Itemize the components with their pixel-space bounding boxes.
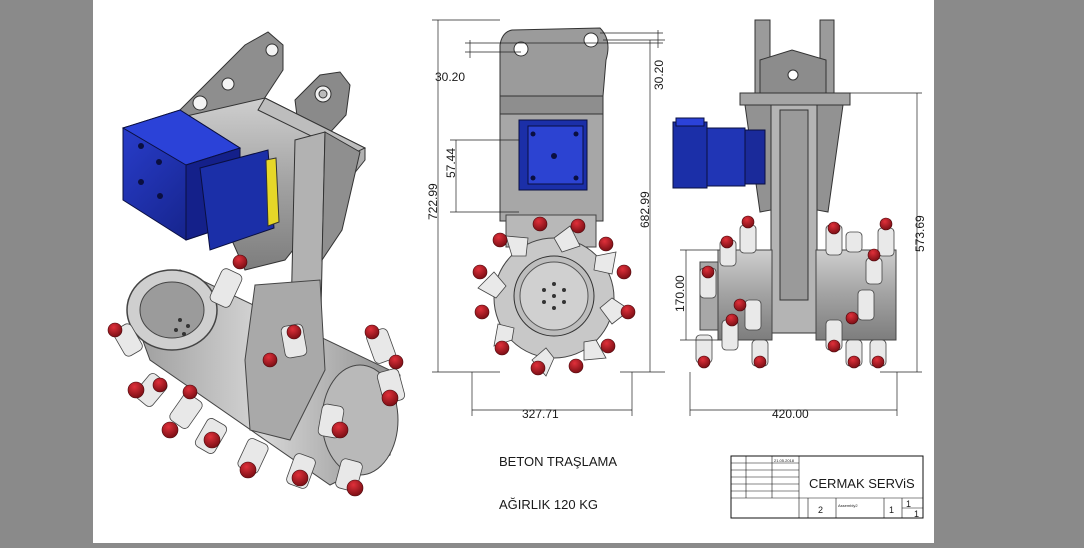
front-view: 30.20 30.20 722.99 57.44 682.99 327.71 bbox=[426, 19, 666, 421]
dim-front-height-total: 722.99 bbox=[426, 183, 440, 220]
front-body bbox=[499, 95, 604, 248]
drawing-canvas: 30.20 30.20 722.99 57.44 682.99 327.71 bbox=[107, 19, 927, 519]
title-block-assembly: Assembly2 bbox=[838, 503, 858, 508]
dim-front-top-right: 30.20 bbox=[652, 60, 666, 90]
side-teeth bbox=[695, 215, 895, 369]
note-weight: AĞIRLIK 120 KG bbox=[499, 497, 598, 512]
side-dimension-lines bbox=[680, 92, 922, 416]
iso-cutter-teeth bbox=[107, 254, 406, 497]
title-block-scale: 1 bbox=[889, 505, 894, 515]
title-block-sheet-no: 2 bbox=[818, 505, 823, 515]
dim-front-motor: 57.44 bbox=[444, 148, 458, 178]
dim-front-height-inner: 682.99 bbox=[638, 191, 652, 228]
front-bracket bbox=[499, 27, 609, 97]
dim-side-height: 573.69 bbox=[913, 215, 927, 252]
isometric-view bbox=[107, 31, 406, 497]
side-motor bbox=[672, 117, 766, 189]
title-block-page-of: 1 bbox=[914, 509, 919, 519]
title-block-page: 1 bbox=[906, 499, 911, 509]
front-dimension-lines bbox=[432, 19, 665, 416]
side-bracket bbox=[754, 19, 835, 96]
drawing-sheet: 30.20 30.20 722.99 57.44 682.99 327.71 bbox=[93, 0, 934, 543]
dim-side-width: 420.00 bbox=[772, 407, 809, 421]
title-block-date: 21.05.2018 bbox=[774, 458, 795, 463]
front-drum bbox=[472, 216, 636, 377]
dim-side-drum: 170.00 bbox=[673, 275, 687, 312]
side-body bbox=[739, 92, 851, 334]
title-block: 21.05.2018 CERMAK SERViS Assembly2 2 1 1… bbox=[730, 455, 924, 519]
dim-front-top-left: 30.20 bbox=[435, 70, 465, 84]
iso-hydraulic-motor bbox=[121, 109, 280, 251]
title-block-company: CERMAK SERViS bbox=[809, 476, 915, 491]
dim-front-width: 327.71 bbox=[522, 407, 559, 421]
note-description: BETON TRAŞLAMA bbox=[499, 454, 617, 469]
side-view: 573.69 170.00 420.00 bbox=[672, 19, 927, 421]
